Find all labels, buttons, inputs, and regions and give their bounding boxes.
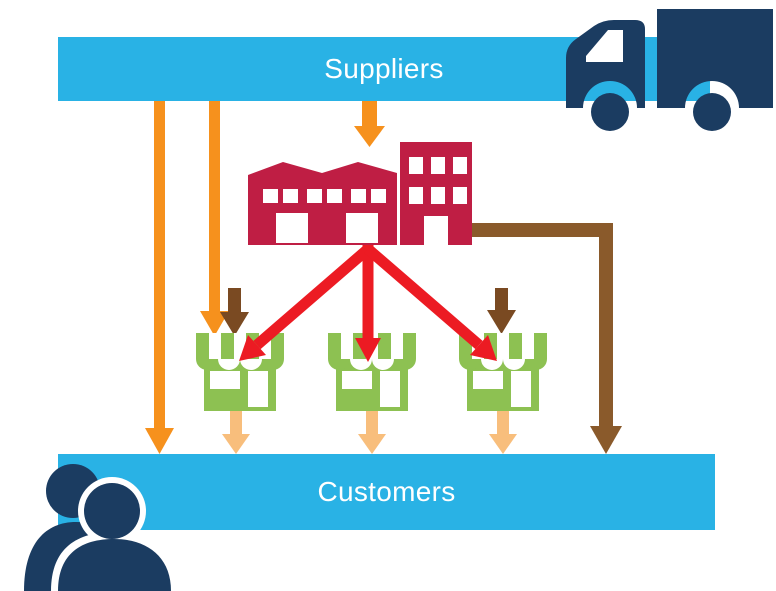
suppliers-to-factory-arrow	[354, 101, 385, 147]
factory-to-store-1-arrow	[239, 244, 372, 361]
store-2-to-customers-arrow	[358, 410, 386, 454]
factory-to-store-3-arrow	[364, 244, 497, 361]
customers-people-icon	[24, 464, 178, 591]
store-3-to-customers-arrow	[489, 410, 517, 454]
customers-banner: Customers	[58, 454, 715, 530]
customers-label: Customers	[317, 476, 456, 507]
suppliers-to-store-1-arrow	[200, 101, 229, 336]
store-1-to-customers-arrow	[222, 410, 250, 454]
suppliers-label: Suppliers	[324, 53, 444, 84]
factory-to-store-2-arrow	[355, 245, 381, 362]
into-store-3-arrow	[487, 288, 516, 334]
factory-icon	[248, 142, 472, 245]
store-icon-1	[196, 333, 284, 411]
truck-icon	[566, 9, 773, 131]
into-store-1-arrow	[220, 288, 249, 336]
factory-route-to-customers-arrow	[472, 223, 622, 454]
suppliers-to-customers-direct-arrow	[145, 101, 174, 454]
